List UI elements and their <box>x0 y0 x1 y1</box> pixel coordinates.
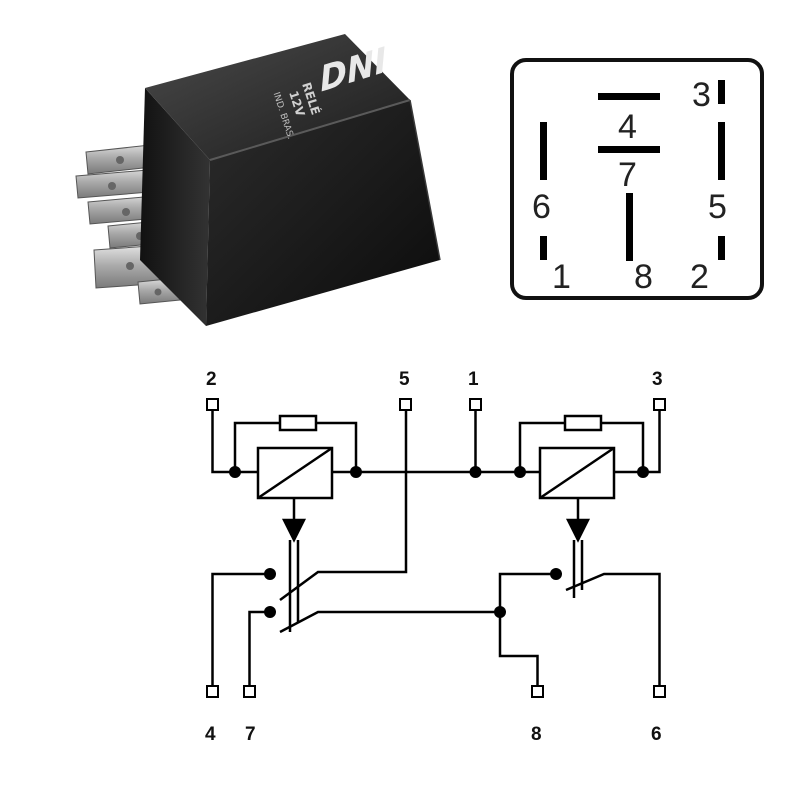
resistor-a <box>278 414 318 432</box>
pin-bar-3 <box>718 80 725 104</box>
pin-view-label-5: 5 <box>708 188 727 226</box>
terminal-square-7 <box>243 685 256 698</box>
terminal-square-2 <box>206 398 219 411</box>
pin-bar-6 <box>540 122 547 180</box>
pin-bar-5 <box>718 122 725 180</box>
pin-bar-7 <box>598 146 660 153</box>
resistor-b <box>563 414 603 432</box>
pin-view-label-8: 8 <box>634 258 653 296</box>
pin-bar-1 <box>540 236 547 260</box>
junction-a-left <box>229 466 241 478</box>
contact-b <box>550 568 562 580</box>
terminal-square-8 <box>531 685 544 698</box>
schematic-pin-label-3: 3 <box>652 369 663 390</box>
pin-view-label-4: 4 <box>618 108 637 146</box>
relay-a <box>211 410 520 686</box>
junction-b-right <box>637 466 649 478</box>
contact-a-7 <box>264 606 276 618</box>
schematic-pin-label-2: 2 <box>206 369 217 390</box>
schematic-pin-label-4: 4 <box>205 724 216 745</box>
relay-b <box>498 410 661 686</box>
pin-view: 3 4 7 6 5 1 8 2 <box>510 58 764 300</box>
terminal-square-1 <box>469 398 482 411</box>
terminal-square-3 <box>653 398 666 411</box>
junction-pin1 <box>469 466 482 478</box>
relay-photo: DNI RELÉ 12V IND. BRAS. <box>75 34 441 326</box>
pin-view-frame <box>510 58 764 300</box>
terminal-square-4 <box>206 685 219 698</box>
pin-view-label-1: 1 <box>552 258 571 296</box>
schematic-pin-label-7: 7 <box>245 724 256 745</box>
junction-b-left <box>514 466 526 478</box>
terminal-square-6 <box>653 685 666 698</box>
pin-bar-2 <box>718 236 725 260</box>
pin-view-label-7: 7 <box>618 156 637 194</box>
pin-view-label-2: 2 <box>690 258 709 296</box>
schematic-pin-label-1: 1 <box>468 369 479 390</box>
relay-body-side <box>140 88 210 326</box>
schematic-pin-label-8: 8 <box>531 724 542 745</box>
pin-bar-8 <box>626 193 633 261</box>
relay-body-top <box>145 34 410 160</box>
terminal-square-5 <box>399 398 412 411</box>
pin-bar-4 <box>598 93 660 100</box>
junction-common <box>494 606 506 618</box>
schematic: 2 5 1 3 4 7 8 6 <box>205 369 666 745</box>
pin-view-label-6: 6 <box>532 188 551 226</box>
contact-a-4 <box>264 568 276 580</box>
pin-view-label-3: 3 <box>692 76 711 114</box>
relay-body-front <box>206 100 440 326</box>
junction-a-right <box>350 466 362 478</box>
schematic-pin-label-6: 6 <box>651 724 662 745</box>
schematic-pin-label-5: 5 <box>399 369 410 390</box>
